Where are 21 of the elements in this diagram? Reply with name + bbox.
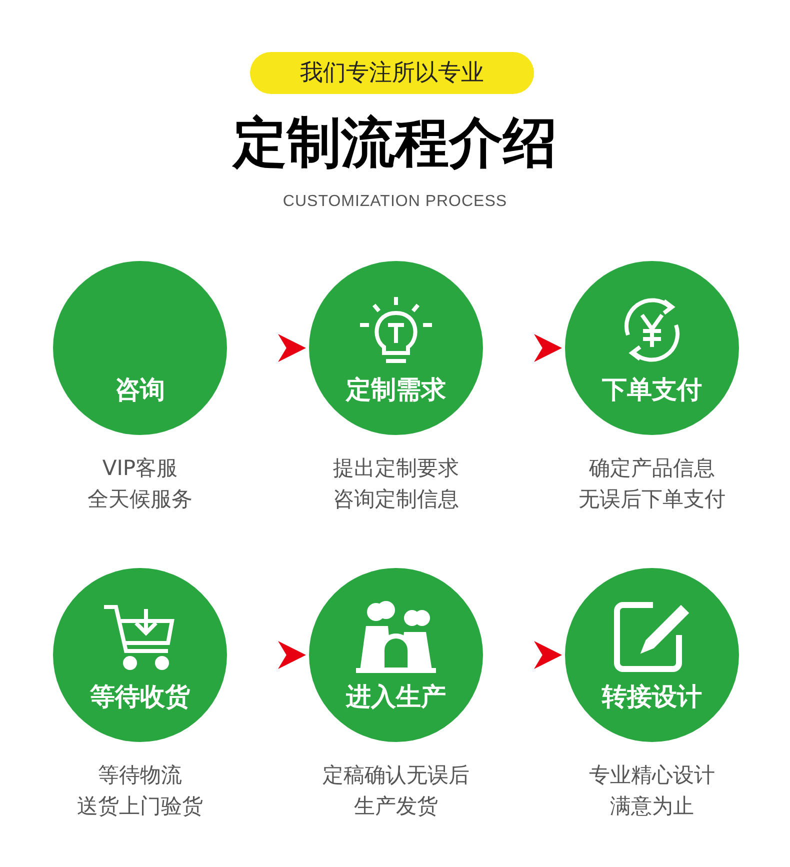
step-title: 咨询: [115, 375, 165, 405]
step-title: 转接设计: [602, 682, 702, 712]
step-description: VIP客服: [102, 455, 178, 482]
step-title: 下单支付: [602, 375, 702, 405]
step-description: 全天候服务: [88, 486, 192, 513]
step-description: 等待物流: [98, 762, 182, 789]
step-title: 定制需求: [346, 375, 446, 405]
step-description: 确定产品信息: [589, 455, 715, 482]
step-description: 生产发货: [354, 793, 438, 820]
step-description: 无误后下单支付: [578, 486, 726, 513]
step-title: 进入生产: [346, 682, 446, 712]
step-description: 咨询定制信息: [333, 486, 459, 513]
step-description: 定稿确认无误后: [322, 762, 470, 789]
step-title: 等待收货: [90, 682, 190, 712]
step-description: 提出定制要求: [333, 455, 459, 482]
subtitle: CUSTOMIZATION PROCESS: [282, 192, 508, 212]
title: 定制流程介绍: [231, 110, 558, 176]
step-description: 专业精心设计: [589, 762, 715, 789]
tagline-pill: 我们专注所以专业: [250, 52, 534, 94]
step-description: 满意为止: [610, 793, 694, 820]
step-description: 送货上门验货: [77, 793, 203, 820]
